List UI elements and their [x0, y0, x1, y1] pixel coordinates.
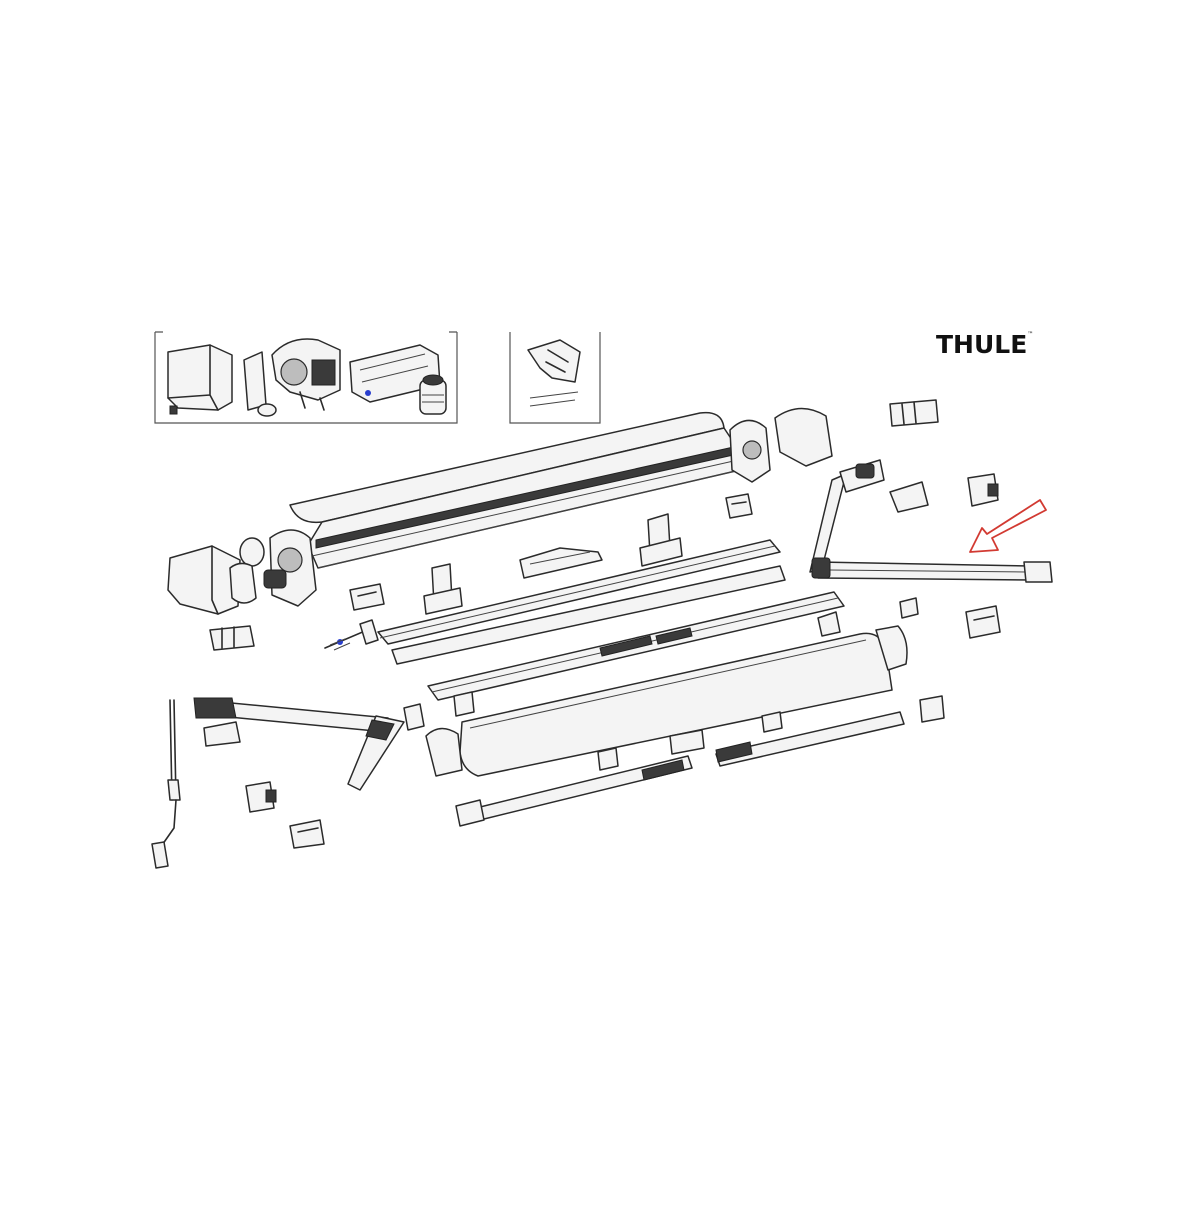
lower-arm-right — [811, 557, 1053, 583]
upper-arm-right — [809, 459, 885, 573]
right-end-cap-top — [729, 407, 833, 483]
middle-small-parts — [403, 597, 1001, 731]
left-gear-housing — [229, 529, 317, 607]
accessory-inset-frame — [154, 331, 458, 424]
inset-wall-bracket — [527, 339, 581, 407]
tension-spring-rod — [324, 619, 379, 651]
bottom-arm-left — [455, 755, 693, 827]
top-cassette-profile — [289, 411, 741, 569]
plug-connector-left — [209, 625, 255, 651]
crank-handle — [151, 699, 181, 869]
front-profile-end-caps — [425, 625, 908, 777]
right-side-fittings — [889, 399, 999, 513]
inset-cover-cap — [167, 344, 233, 415]
inset-motor-unit — [271, 338, 341, 411]
red-outline-arrow-icon — [969, 499, 1047, 553]
lead-bar-front — [427, 591, 845, 701]
left-fittings — [203, 721, 325, 849]
small-bracket-2 — [349, 583, 385, 611]
inset-bottle — [419, 374, 447, 415]
inset-bracket-piece — [243, 351, 277, 417]
left-lower-arm — [193, 697, 405, 791]
left-end-cap-top — [167, 545, 241, 615]
bracket-inset-frame — [509, 332, 601, 424]
front-profile-large — [459, 632, 893, 777]
brand-logo: THULE™ — [936, 330, 1034, 359]
fabric-tube — [377, 539, 786, 665]
mid-bracket-set — [423, 513, 683, 615]
bottom-arm-right — [715, 695, 945, 767]
bottom-small-parts — [597, 711, 783, 771]
small-bracket-1 — [725, 493, 753, 519]
callout-arrow — [969, 499, 1047, 553]
